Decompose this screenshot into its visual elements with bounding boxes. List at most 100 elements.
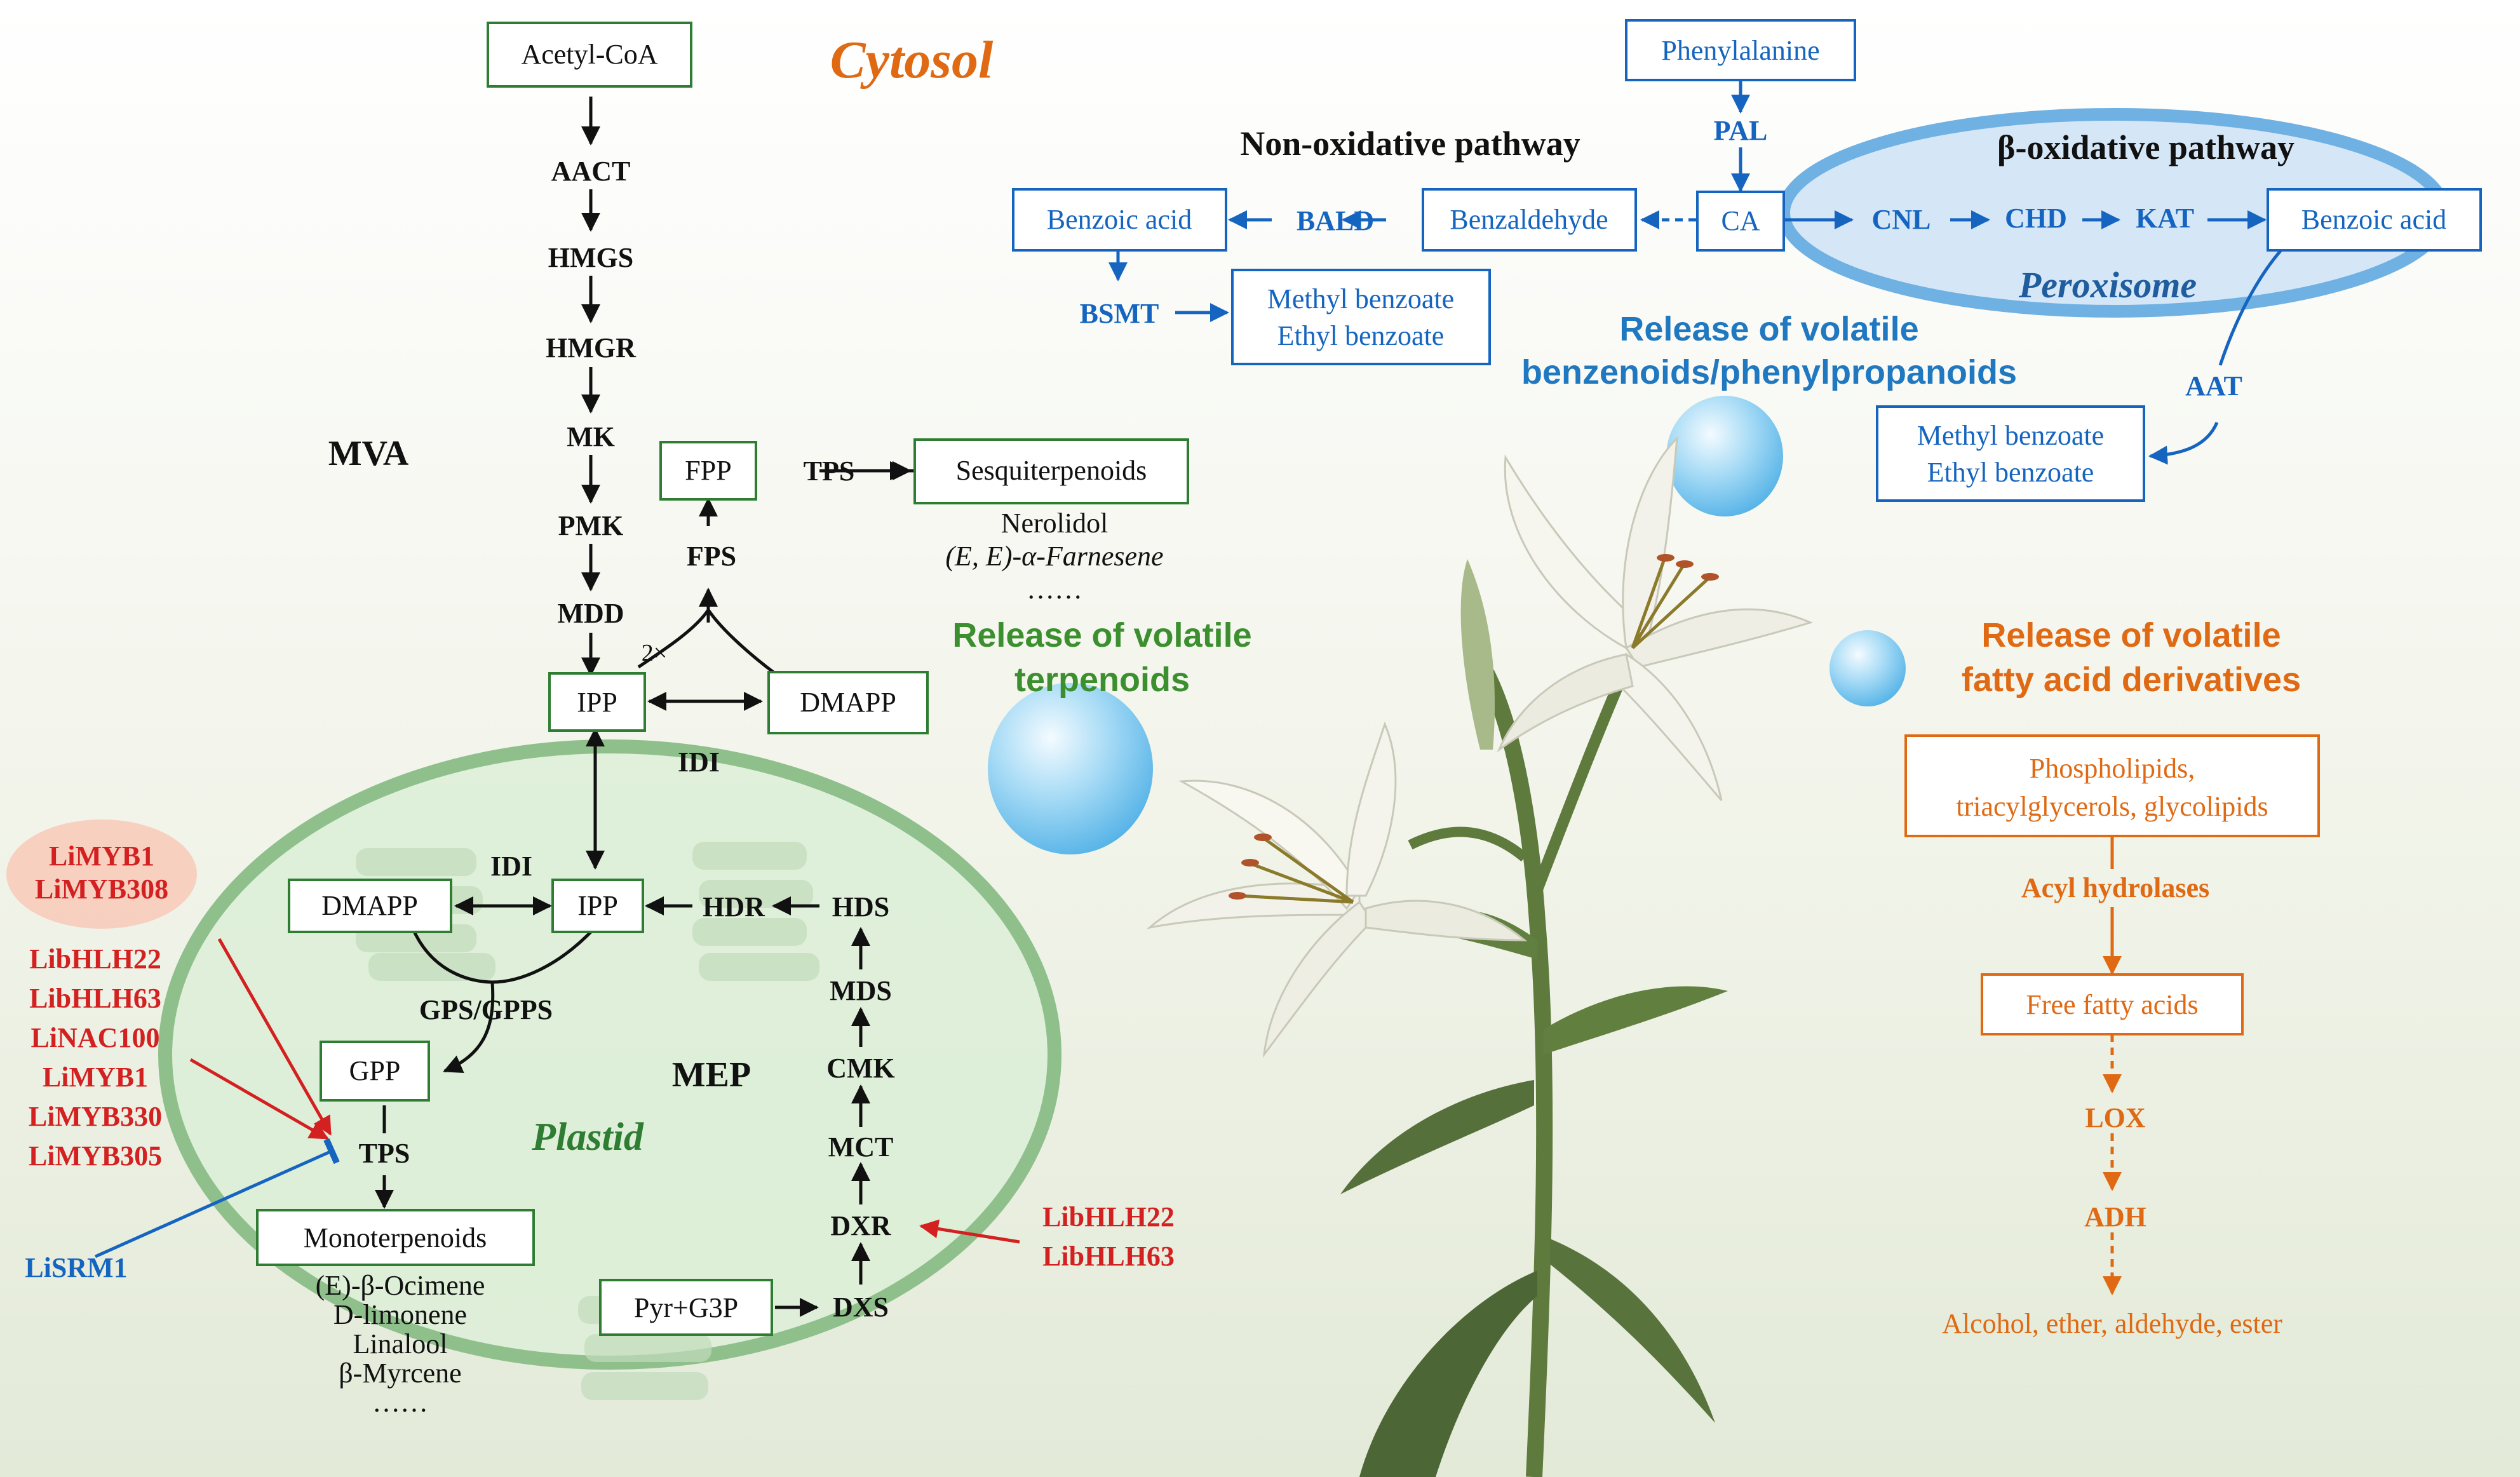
- benzenoid-enzyme-labels: PAL BALD BSMT CNL CHD KAT AAT: [1080, 115, 2242, 401]
- release-terpenoid-line2: terpenoids: [1014, 661, 1190, 699]
- regulator-highlight: [6, 819, 197, 929]
- node-esters-right: [1876, 405, 2145, 502]
- label-benzaldehyde: Benzaldehyde: [1450, 204, 1608, 235]
- enzyme-cmk: CMK: [826, 1053, 895, 1084]
- label-benzoic-acid-right: Benzoic acid: [2301, 204, 2446, 235]
- arrow-reg-dxr: [919, 1219, 1020, 1244]
- enzyme-hmgr: HMGR: [546, 332, 637, 363]
- fatty-products: Alcohol, ether, aldehyde, ester: [1942, 1308, 2282, 1339]
- node-benzoic-acid-left: [1012, 188, 1227, 252]
- node-esters-left: [1231, 269, 1491, 365]
- enzyme-bald: BALD: [1297, 205, 1374, 236]
- enzyme-gps: GPS/GPPS: [419, 994, 553, 1025]
- release-fatty-line1: Release of volatile: [1981, 616, 2281, 654]
- node-lipids: [1904, 734, 2320, 837]
- release-fatty-line2: fatty acid derivatives: [1962, 661, 2301, 699]
- sesqui-example-3: ……: [1027, 574, 1082, 605]
- plastid-compartment: [158, 739, 1061, 1370]
- label-ester-1-left: Methyl benzoate: [1267, 283, 1454, 314]
- enzyme-tps-sesqui: TPS: [804, 455, 855, 487]
- enzyme-hmgs: HMGS: [548, 242, 633, 273]
- mep-enzyme-labels: IDI HDR HDS MDS CMK MCT DXR DXS GPS/GPPS…: [359, 851, 895, 1323]
- node-ipp-plastid: [551, 879, 644, 933]
- release-benzenoid-line2: benzenoids/phenylpropanoids: [1521, 353, 2017, 391]
- heading-beta-oxidative: β-oxidative pathway: [1997, 128, 2294, 166]
- arrow-reg-group1: [217, 938, 332, 1136]
- regulator-labels: LiMYB1 LiMYB308 LibHLH22 LibHLH63 LiNAC1…: [29, 840, 1175, 1272]
- label-lipids-1: Phospholipids,: [2030, 753, 2195, 784]
- node-fpp: [659, 441, 757, 501]
- regulator-g2-2: LibHLH63: [29, 983, 161, 1014]
- enzyme-mk: MK: [567, 421, 615, 452]
- sesqui-example-2: (E, E)-α-Farnesene: [945, 541, 1163, 572]
- node-monoterpenoids: [256, 1209, 535, 1266]
- enzyme-hds: HDS: [832, 891, 889, 922]
- arrow-aat-esters: [2148, 421, 2219, 465]
- droplet-icon: [988, 683, 1153, 854]
- regulator-dxr-2: LibHLH63: [1042, 1241, 1175, 1272]
- node-acetyl-coa: [487, 22, 692, 88]
- enzyme-pmk: PMK: [558, 510, 624, 541]
- label-phenylalanine: Phenylalanine: [1661, 35, 1819, 66]
- label-ca: CA: [1721, 205, 1760, 236]
- fatty-boxes: Phospholipids, triacylglycerols, glycoli…: [1904, 734, 2320, 1035]
- label-fpp: FPP: [685, 455, 731, 486]
- label-pyr-g3p: Pyr+G3P: [634, 1292, 738, 1323]
- mono-example-3: Linalool: [353, 1328, 447, 1359]
- regulator-g2-1: LibHLH22: [29, 943, 161, 975]
- regulator-repressor: LiSRM1: [25, 1252, 127, 1283]
- enzyme-aat: AAT: [2185, 370, 2242, 401]
- node-dmapp-plastid: [288, 879, 452, 933]
- mono-examples: (E)-β-Ocimene D-limonene Linalool β-Myrc…: [316, 1270, 485, 1418]
- mono-example-4: β-Myrcene: [339, 1358, 461, 1389]
- release-fatty: Release of volatile fatty acid derivativ…: [1962, 616, 2301, 699]
- label-lipids-2: triacylglycerols, glycolipids: [1956, 791, 2268, 822]
- mva-enzyme-labels: AACT HMGS HMGR MK PMK MDD FPS TPS IDI: [546, 156, 854, 778]
- leaf-icon: [1340, 1080, 1534, 1194]
- bud-icon: [1460, 559, 1495, 750]
- enzyme-mct: MCT: [828, 1131, 894, 1163]
- node-pyr-g3p: [599, 1279, 773, 1336]
- lily-flower-icon: [1146, 721, 1528, 1058]
- label-monoterpenoids: Monoterpenoids: [304, 1222, 487, 1253]
- arrow-gps-gpp: [443, 981, 495, 1074]
- enzyme-acyl-hydrolases: Acyl hydrolases: [2021, 872, 2209, 903]
- node-benzoic-acid-right: [2267, 188, 2482, 252]
- release-benzenoid: Release of volatile benzenoids/phenylpro…: [1521, 310, 2017, 391]
- enzyme-fps: FPS: [687, 541, 736, 572]
- enzyme-bsmt: BSMT: [1080, 298, 1159, 329]
- label-dmapp-cytosol: DMAPP: [800, 687, 896, 718]
- mono-example-5: ……: [372, 1387, 428, 1418]
- node-free-fatty-acids: [1981, 973, 2244, 1035]
- label-ester-2-left: Ethyl benzoate: [1277, 320, 1445, 351]
- regulator-dxr-1: LibHLH22: [1042, 1201, 1175, 1232]
- enzyme-aact: AACT: [551, 156, 631, 187]
- enzyme-tps-mono: TPS: [359, 1138, 410, 1169]
- arrow-repressor: [94, 1138, 340, 1258]
- enzyme-adh: ADH: [2084, 1201, 2146, 1232]
- compartment-peroxisome: Peroxisome: [2018, 264, 2197, 306]
- label-free-fatty-acids: Free fatty acids: [2026, 989, 2198, 1020]
- benzenoid-boxes: Phenylalanine CA Benzaldehyde Benzoic ac…: [1012, 19, 2482, 502]
- mva-boxes: Acetyl-CoA FPP Sesquiterpenoids IPP DMAP…: [487, 22, 1189, 734]
- benzenoid-arrows: [1108, 81, 2267, 322]
- lily-flower-icon: [1497, 436, 1814, 801]
- leaf-icon: [1544, 986, 1728, 1055]
- node-ipp-cytosol: [548, 672, 646, 732]
- node-ca: [1696, 191, 1785, 252]
- enzyme-chd: CHD: [2005, 203, 2067, 234]
- heading-non-oxidative: Non-oxidative pathway: [1240, 125, 1580, 163]
- node-sesquiterpenoids: [913, 438, 1189, 504]
- arrow-reg-group2: [189, 1058, 329, 1140]
- compartment-plastid: Plastid: [531, 1116, 644, 1159]
- fatty-enzyme-labels: Acyl hydrolases LOX ADH: [2021, 872, 2209, 1232]
- release-benzenoid-line1: Release of volatile: [1619, 310, 1918, 348]
- node-gpp: [320, 1041, 430, 1102]
- enzyme-idi-plastid: IDI: [490, 851, 532, 882]
- label-acetyl-coa: Acetyl-CoA: [521, 39, 657, 70]
- enzyme-cnl: CNL: [1872, 204, 1931, 235]
- droplet-icons: [988, 396, 1906, 854]
- enzyme-mds: MDS: [830, 975, 892, 1006]
- leaf-icon: [1550, 1239, 1715, 1423]
